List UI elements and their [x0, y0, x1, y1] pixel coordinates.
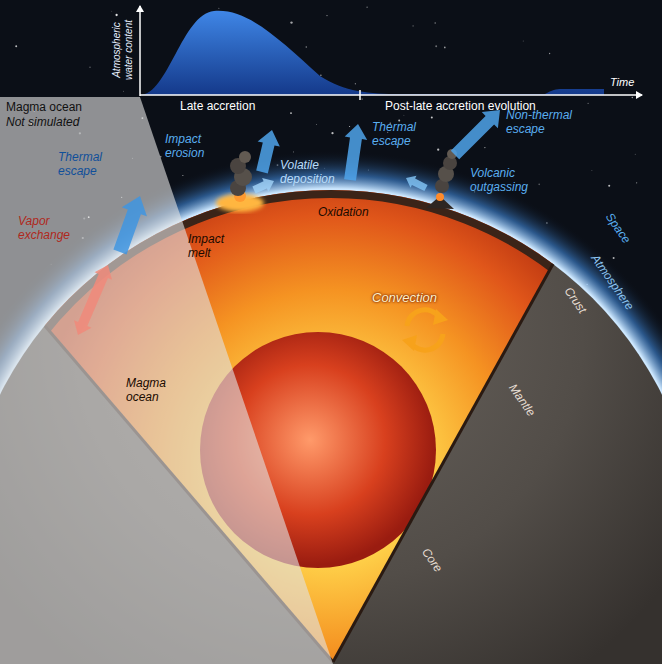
thermal-escape-arrow — [344, 124, 367, 181]
impact-plume — [230, 151, 252, 202]
process-arrows — [74, 110, 500, 335]
star — [412, 25, 413, 26]
water-content-curve — [140, 11, 604, 95]
process-label: Non-thermal escape — [506, 108, 588, 137]
star — [355, 83, 356, 84]
process-label: Impact melt — [188, 232, 238, 261]
star — [632, 97, 634, 99]
star — [15, 45, 17, 47]
star — [434, 22, 436, 24]
axis-label: Time — [610, 76, 634, 89]
phase-label: Magma ocean — [6, 100, 82, 114]
star — [362, 99, 363, 100]
star — [523, 40, 524, 41]
convection-head — [402, 335, 417, 351]
star — [608, 185, 610, 187]
phase-label: Late accretion — [180, 99, 255, 113]
process-label: Thermal escape — [372, 120, 434, 149]
process-label: Oxidation — [318, 205, 369, 219]
process-label: Volcanic outgassing — [470, 166, 560, 195]
process-label: Thermal escape — [58, 150, 120, 179]
star — [89, 66, 91, 68]
volatile-deposition-arrow — [252, 178, 274, 194]
star — [444, 47, 446, 49]
volcano — [426, 149, 457, 209]
star — [218, 7, 220, 9]
star — [591, 170, 593, 172]
process-label: Convection — [372, 290, 437, 306]
star — [636, 182, 637, 183]
star — [331, 132, 333, 134]
region-label: Magma ocean — [126, 376, 186, 405]
star — [403, 114, 405, 116]
star — [538, 183, 540, 185]
star — [349, 126, 350, 127]
star — [122, 90, 124, 92]
star — [435, 45, 437, 47]
x-axis — [140, 94, 642, 96]
star — [111, 10, 113, 12]
star — [366, 7, 367, 8]
star — [290, 21, 292, 23]
star — [182, 175, 183, 176]
y-axis — [139, 6, 141, 96]
axis-label: Atmospheric water content — [111, 11, 135, 89]
star — [316, 123, 318, 125]
star — [115, 14, 117, 16]
star — [549, 53, 550, 54]
star — [588, 103, 589, 104]
star — [326, 15, 327, 16]
convection-head — [433, 309, 448, 325]
cut-edge — [333, 264, 553, 662]
process-label: Impact erosion — [165, 132, 227, 161]
star — [290, 112, 292, 114]
vapor-exchange-arrow — [74, 265, 112, 335]
process-label: Vapor exchange — [18, 214, 88, 243]
star — [437, 149, 439, 151]
non-thermal-escape-arrow — [451, 110, 500, 159]
thermal-escape-arrow — [113, 196, 146, 254]
star — [613, 257, 615, 259]
phase-divider — [359, 90, 361, 100]
process-label: Volatile deposition — [280, 158, 355, 187]
phase-note: Not simulated — [6, 115, 79, 129]
star — [431, 116, 433, 118]
layer-label: Space — [602, 210, 633, 246]
star — [484, 147, 485, 148]
volatile-deposition-arrow — [406, 176, 428, 191]
star — [320, 74, 321, 75]
star — [634, 153, 636, 155]
star — [306, 46, 308, 48]
impact-erosion-arrow — [256, 130, 280, 173]
